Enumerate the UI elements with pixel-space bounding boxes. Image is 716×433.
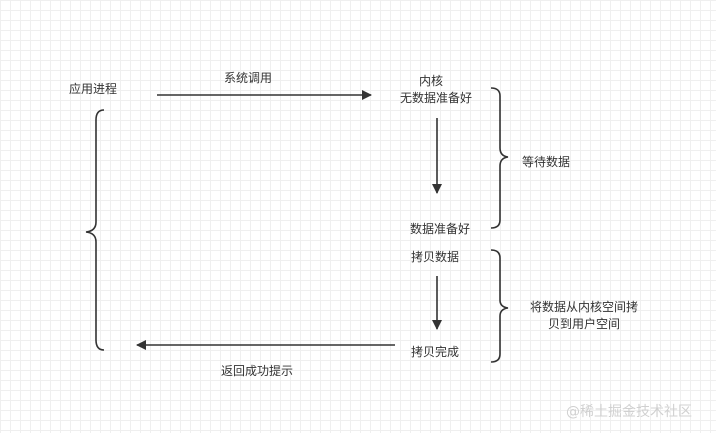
return-success-label: 返回成功提示 xyxy=(221,364,294,378)
copy-data-brace xyxy=(490,249,509,363)
watermark: @稀土掘金技术社区 xyxy=(566,404,692,420)
wait-data-label: 等待数据 xyxy=(522,155,571,169)
copy-phase-label-line2: 贝到用户空间 xyxy=(547,317,620,331)
syscall-label: 系统调用 xyxy=(224,71,273,85)
copy-phase-label-line1: 将数据从内核空间拷 xyxy=(529,300,638,314)
kernel-label: 内核 xyxy=(418,74,443,88)
app-process-brace xyxy=(85,109,105,351)
data-not-ready-label: 无数据准备好 xyxy=(399,91,472,105)
data-ready-label: 数据准备好 xyxy=(410,222,471,236)
app-process-label: 应用进程 xyxy=(69,82,118,96)
wait-data-brace xyxy=(490,87,509,229)
copy-data-label: 拷贝数据 xyxy=(411,250,460,264)
copy-done-label: 拷贝完成 xyxy=(411,345,460,359)
